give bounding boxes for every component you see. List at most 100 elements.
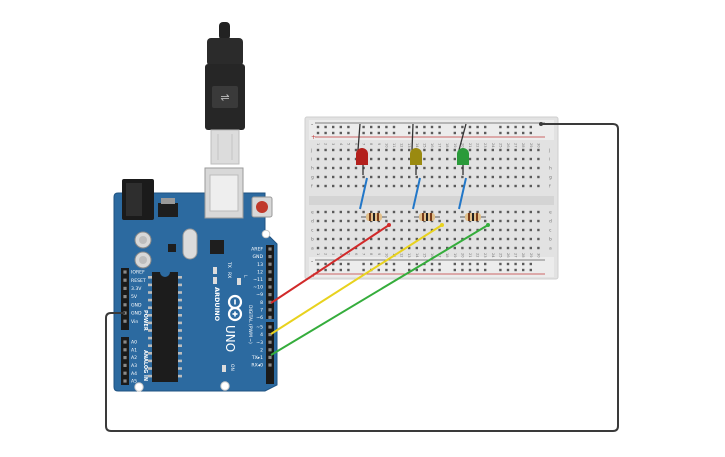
breadboard-hole[interactable]	[537, 228, 540, 232]
breadboard-hole[interactable]	[514, 157, 517, 161]
breadboard-hole[interactable]	[476, 210, 479, 214]
breadboard-hole[interactable]	[362, 219, 365, 223]
breadboard-hole[interactable]	[438, 228, 441, 232]
breadboard-hole[interactable]	[354, 184, 358, 188]
breadboard-hole[interactable]	[537, 184, 540, 188]
rail-hole[interactable]	[484, 268, 487, 272]
breadboard-hole[interactable]	[377, 228, 380, 232]
breadboard-hole[interactable]	[438, 157, 441, 161]
digital-pin[interactable]	[268, 340, 272, 344]
rail-hole[interactable]	[316, 131, 320, 135]
breadboard-hole[interactable]	[514, 219, 517, 223]
digital-header-low[interactable]	[266, 322, 274, 384]
analog-pin[interactable]	[123, 363, 127, 367]
rail-hole[interactable]	[347, 268, 350, 272]
gnd-wire[interactable]	[105, 123, 619, 432]
breadboard-hole[interactable]	[438, 175, 441, 179]
breadboard-hole[interactable]	[316, 184, 320, 188]
breadboard-hole[interactable]	[461, 175, 464, 179]
breadboard-hole[interactable]	[430, 228, 434, 232]
breadboard-hole[interactable]	[332, 219, 335, 223]
breadboard-hole[interactable]	[461, 184, 464, 188]
breadboard-hole[interactable]	[362, 237, 365, 241]
rail-hole[interactable]	[339, 262, 342, 266]
rail-hole[interactable]	[438, 268, 441, 272]
breadboard-hole[interactable]	[476, 237, 479, 241]
breadboard-hole[interactable]	[408, 246, 411, 250]
breadboard-hole[interactable]	[430, 175, 434, 179]
digital-pin[interactable]	[268, 348, 272, 352]
breadboard-hole[interactable]	[354, 228, 358, 232]
rail-hole[interactable]	[529, 125, 532, 129]
breadboard-hole[interactable]	[506, 166, 510, 170]
breadboard-hole[interactable]	[324, 166, 327, 170]
green-wire[interactable]	[270, 224, 489, 356]
breadboard-hole[interactable]	[347, 228, 350, 232]
breadboard-hole[interactable]	[529, 246, 532, 250]
breadboard-hole[interactable]	[537, 175, 540, 179]
breadboard-hole[interactable]	[385, 157, 388, 161]
breadboard-hole[interactable]	[453, 246, 456, 250]
breadboard-hole[interactable]	[423, 166, 426, 170]
rail-hole[interactable]	[408, 268, 411, 272]
breadboard-hole[interactable]	[377, 157, 380, 161]
breadboard-hole[interactable]	[446, 166, 449, 170]
breadboard-hole[interactable]	[468, 148, 472, 152]
breadboard-hole[interactable]	[484, 148, 487, 152]
wires[interactable]	[105, 122, 619, 432]
breadboard-hole[interactable]	[339, 157, 342, 161]
breadboard-hole[interactable]	[506, 237, 510, 241]
rail-hole[interactable]	[476, 268, 479, 272]
rail-hole[interactable]	[362, 268, 365, 272]
breadboard-hole[interactable]	[377, 148, 380, 152]
rail-hole[interactable]	[468, 131, 472, 135]
breadboard-hole[interactable]	[324, 148, 327, 152]
rail-hole[interactable]	[506, 262, 510, 266]
breadboard-hole[interactable]	[476, 166, 479, 170]
rail-hole[interactable]	[468, 268, 472, 272]
rail-hole[interactable]	[392, 131, 396, 135]
rail-hole[interactable]	[514, 262, 517, 266]
breadboard-hole[interactable]	[332, 210, 335, 214]
green-led[interactable]	[457, 148, 469, 165]
breadboard-hole[interactable]	[499, 148, 502, 152]
breadboard-hole[interactable]	[354, 175, 358, 179]
breadboard-hole[interactable]	[324, 228, 327, 232]
rail-hole[interactable]	[484, 125, 487, 129]
digital-pin[interactable]	[268, 277, 272, 281]
breadboard-hole[interactable]	[484, 166, 487, 170]
breadboard-hole[interactable]	[408, 148, 411, 152]
breadboard-hole[interactable]	[347, 184, 350, 188]
analog-pin[interactable]	[123, 379, 127, 383]
breadboard-hole[interactable]	[370, 228, 373, 232]
breadboard-hole[interactable]	[522, 157, 525, 161]
breadboard-hole[interactable]	[484, 210, 487, 214]
breadboard-hole[interactable]	[499, 228, 502, 232]
rail-hole[interactable]	[453, 262, 456, 266]
breadboard-hole[interactable]	[453, 184, 456, 188]
breadboard-hole[interactable]	[385, 228, 388, 232]
breadboard-hole[interactable]	[332, 237, 335, 241]
rail-hole[interactable]	[499, 131, 502, 135]
rail-hole[interactable]	[385, 125, 388, 129]
breadboard-hole[interactable]	[324, 219, 327, 223]
breadboard-hole[interactable]	[446, 219, 449, 223]
breadboard-hole[interactable]	[461, 237, 464, 241]
rail-hole[interactable]	[362, 262, 365, 266]
breadboard-hole[interactable]	[332, 166, 335, 170]
breadboard-hole[interactable]	[438, 210, 441, 214]
rail-hole[interactable]	[362, 131, 365, 135]
breadboard-hole[interactable]	[415, 219, 418, 223]
breadboard-hole[interactable]	[522, 175, 525, 179]
breadboard-hole[interactable]	[468, 166, 472, 170]
breadboard-hole[interactable]	[400, 184, 403, 188]
breadboard-hole[interactable]	[423, 148, 426, 152]
breadboard-hole[interactable]	[377, 166, 380, 170]
breadboard-hole[interactable]	[491, 219, 494, 223]
breadboard-hole[interactable]	[506, 228, 510, 232]
breadboard-hole[interactable]	[453, 157, 456, 161]
breadboard-hole[interactable]	[468, 237, 472, 241]
breadboard-hole[interactable]	[446, 175, 449, 179]
breadboard-hole[interactable]	[362, 184, 365, 188]
breadboard-hole[interactable]	[408, 219, 411, 223]
